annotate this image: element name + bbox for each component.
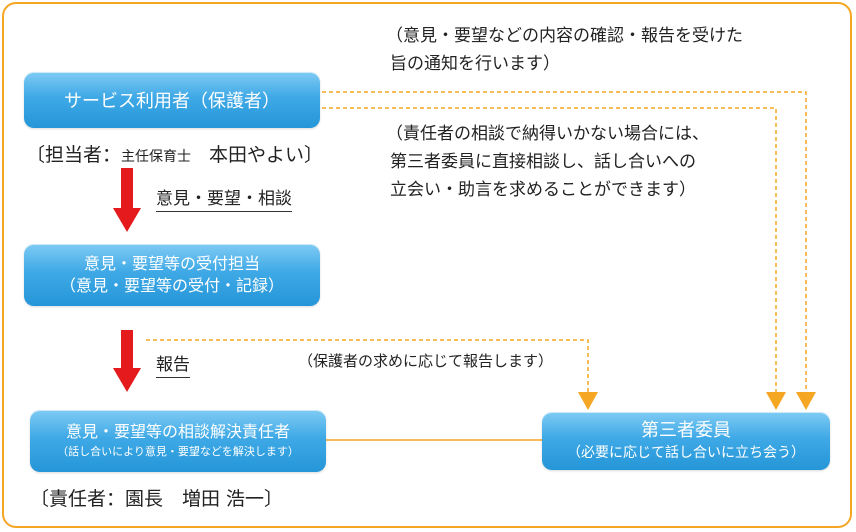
red-arrow-2-shaft (121, 330, 133, 372)
dashed-connector-notify (322, 91, 807, 392)
reception-line1: 意見・要望等の受付担当 (83, 254, 260, 273)
red-arrow-1-head (113, 208, 141, 232)
red-arrow-2-head (113, 368, 141, 392)
report-note: （保護者の求めに応じて報告します） (298, 352, 554, 370)
dashed-connector-report (146, 339, 589, 392)
resolver-line1: 意見・要望等の相談解決責任者 (65, 422, 290, 441)
third-party-box: 第三者委員 （必要に応じて話し合いに立ち会う） (542, 412, 830, 470)
note-mid-line3: 立会い・助言を求めることができます） (390, 180, 696, 200)
arrowhead-notify (796, 392, 816, 410)
third-party-line2: （必要に応じて話し合いに立ち会う） (567, 445, 805, 461)
red-arrow-1-shaft (121, 168, 133, 212)
step2-label: 報告 (156, 350, 190, 378)
arrowhead-report (578, 392, 598, 410)
staff-line: 〔担当者：主任保育士 本田やよい〕 (26, 140, 323, 167)
note-top-line2: 旨の通知を行います） (390, 54, 560, 74)
user-box: サービス利用者（保護者） (24, 72, 320, 128)
note-top-line1: （意見・要望などの内容の確認・報告を受けた (386, 26, 743, 46)
third-party-line1: 第三者委員 (641, 420, 731, 441)
reception-line2: （意見・要望等の受付・記録） (59, 276, 284, 295)
staff-name: 本田やよい〕 (209, 144, 324, 166)
responsible-line: 〔責任者：園長 増田 浩一〕 (30, 488, 284, 510)
resolver-box: 意見・要望等の相談解決責任者 （話し合いにより意見・要望などを解決します） (30, 410, 326, 472)
note-mid-line1: （責任者の相談で納得いかない場合には、 (386, 124, 709, 144)
reception-box: 意見・要望等の受付担当 （意見・要望等の受付・記録） (24, 244, 320, 306)
step1-label: 意見・要望・相談 (156, 184, 292, 212)
staff-role: 主任保育士 (121, 149, 192, 165)
arrowhead-direct (766, 392, 786, 410)
resolver-line2: （話し合いにより意見・要望などを解決します） (57, 445, 299, 458)
staff-prefix: 〔担当者： (26, 144, 122, 166)
note-mid-line2: 第三者委員に直接相談し、話し合いへの (390, 152, 696, 172)
user-box-title: サービス利用者（保護者） (64, 91, 280, 112)
